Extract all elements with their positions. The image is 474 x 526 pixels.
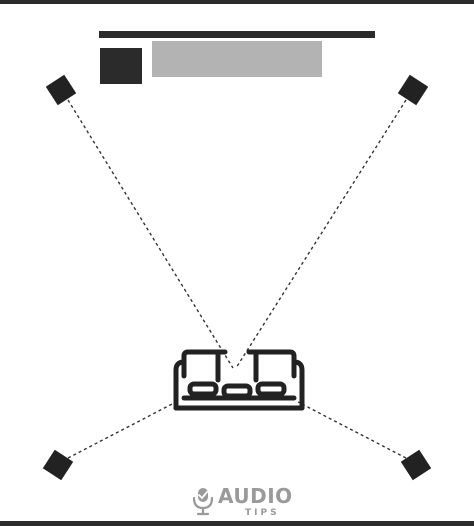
rear-left-speaker bbox=[42, 449, 74, 481]
audio-tips-logo: AUDIO TIPS bbox=[192, 484, 293, 518]
rear-left-line bbox=[67, 401, 177, 459]
front-right-line bbox=[235, 99, 407, 369]
rear-right-line bbox=[297, 401, 407, 459]
top-frame-bar bbox=[0, 0, 474, 4]
front-right-speaker bbox=[397, 74, 429, 106]
front-left-speaker bbox=[45, 74, 77, 106]
screen-bar bbox=[99, 31, 375, 38]
bottom-frame-bar bbox=[0, 521, 474, 526]
sofa-icon bbox=[173, 349, 305, 411]
logo-tagline: TIPS bbox=[245, 508, 280, 518]
speaker-lines bbox=[67, 99, 407, 459]
tv-panel bbox=[152, 41, 322, 77]
rear-right-speaker bbox=[400, 449, 432, 481]
front-left-line bbox=[67, 99, 234, 369]
center-speaker-block bbox=[100, 48, 142, 84]
microphone-icon bbox=[192, 488, 214, 516]
logo-wordmark: AUDIO bbox=[218, 484, 293, 508]
